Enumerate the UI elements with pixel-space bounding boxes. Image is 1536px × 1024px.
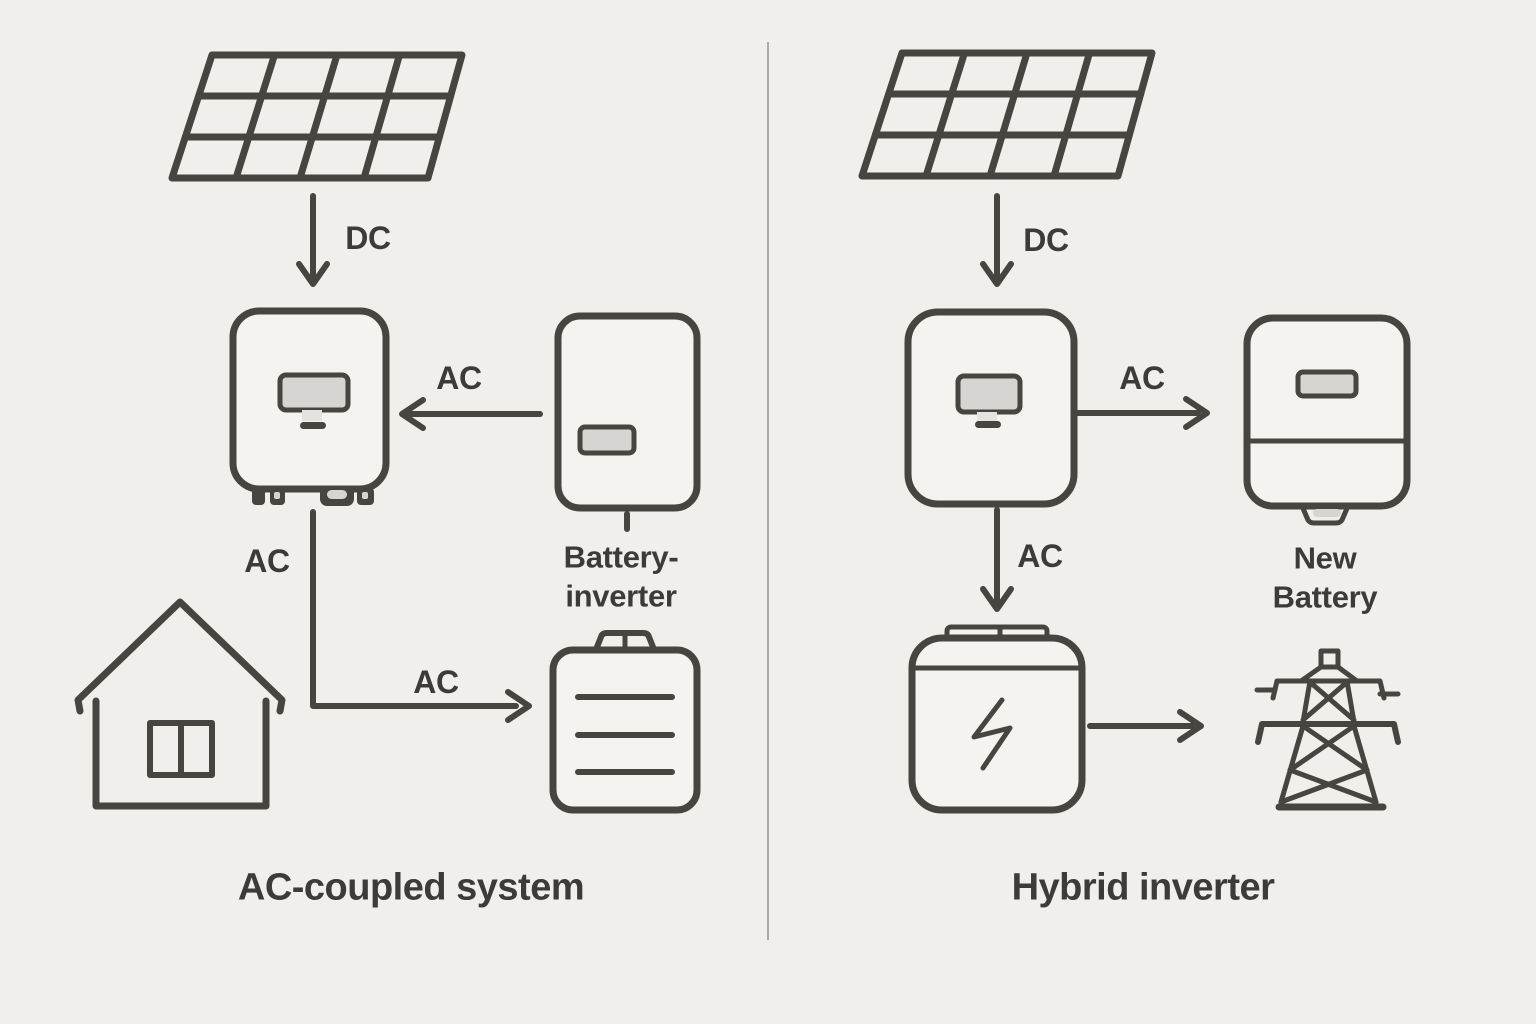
battery-inverter-icon bbox=[554, 312, 701, 532]
ac-label-vertical: AC bbox=[244, 543, 290, 579]
dc-arrow-down bbox=[296, 193, 330, 287]
battery-inverter-label: Battery- inverter bbox=[564, 538, 679, 616]
inverter-feet bbox=[252, 486, 374, 506]
dc-arrow-down bbox=[980, 193, 1014, 287]
ac-label-down: AC bbox=[1017, 538, 1063, 574]
ac-label-to-battery: AC bbox=[413, 664, 459, 700]
right-system-art bbox=[858, 49, 1411, 814]
battery-icon bbox=[549, 630, 701, 814]
dc-label-left: DC bbox=[345, 220, 391, 256]
lightning-bolt-icon bbox=[971, 697, 1013, 771]
ac-label-to-new-battery: AC bbox=[1119, 360, 1165, 396]
power-grid-tower-icon bbox=[1254, 648, 1401, 811]
new-battery-label: New Battery bbox=[1273, 539, 1378, 617]
solar-panel-icon bbox=[858, 49, 1156, 180]
new-battery-label-line2: Battery bbox=[1272, 579, 1378, 614]
ac-arrow-inverter-to-new-battery bbox=[1074, 396, 1210, 430]
new-battery-label-line1: New bbox=[1293, 540, 1357, 576]
inverter-screen bbox=[277, 372, 351, 413]
hybrid-inverter-icon bbox=[904, 308, 1078, 508]
arrow-battery-to-grid bbox=[1087, 709, 1204, 743]
dc-label-right: DC bbox=[1023, 222, 1069, 258]
battery-inverter-label-line2: inverter bbox=[565, 578, 677, 613]
left-system-art bbox=[74, 51, 701, 814]
ac-label-battery-inverter: AC bbox=[436, 360, 482, 396]
battery-inverter-port bbox=[577, 424, 637, 456]
inverter-icon bbox=[229, 307, 390, 506]
new-battery-icon bbox=[1243, 314, 1411, 526]
charging-battery-icon bbox=[908, 624, 1086, 814]
battery-inverter-label-line1: Battery- bbox=[563, 539, 679, 575]
ac-arrow-inverter-to-battery bbox=[310, 509, 532, 723]
house-icon bbox=[74, 598, 286, 810]
left-system-caption: AC-coupled system bbox=[237, 866, 585, 909]
solar-panel-icon bbox=[168, 51, 466, 182]
hybrid-inverter-screen bbox=[955, 373, 1023, 415]
new-battery-port bbox=[1295, 369, 1359, 399]
ac-arrow-inverter-to-charging-battery bbox=[980, 507, 1014, 612]
right-system-caption: Hybrid inverter bbox=[1011, 866, 1275, 909]
ac-arrow-battery-inverter-to-inverter bbox=[399, 397, 543, 431]
